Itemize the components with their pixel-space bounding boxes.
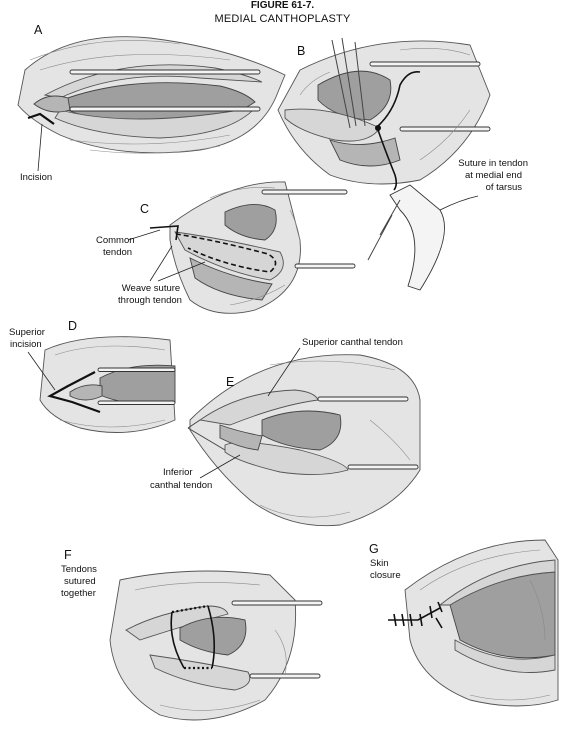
panel-f-suture-loop-1: [170, 611, 185, 669]
panel-f-eye: [179, 616, 247, 656]
panel-d-label-superior-2: incision: [10, 339, 42, 350]
panel-g-upper-lid: [438, 559, 556, 606]
panel-f-label-tendons-3: together: [61, 588, 96, 599]
panel-b-skin: [277, 40, 491, 185]
panel-f-dotted-upper: [171, 604, 209, 614]
panel-e-margin-line: [187, 419, 226, 451]
panel-e-hatching: [259, 360, 411, 518]
panel-f-label-tendons-1: Tendons: [61, 564, 97, 575]
panel-a: A Incision: [17, 23, 286, 183]
panel-b-retractor-upper: [369, 61, 481, 67]
panel-b-needle-holder: [389, 184, 445, 291]
panel-b-suture: [377, 70, 421, 191]
panel-f-letter: F: [64, 548, 72, 562]
figure-subtitle: MEDIAL CANTHOPLASTY: [214, 13, 351, 25]
panel-c-retractor-upper: [261, 189, 348, 195]
panel-e-leader-superior: [267, 347, 301, 397]
panel-e-retractor-upper: [317, 396, 409, 402]
panel-c-wound: [189, 257, 273, 301]
panel-f-suture-loop-2: [207, 605, 216, 669]
panel-g-letter: G: [369, 542, 379, 556]
panel-e-letter: E: [226, 375, 234, 389]
panel-a-caruncle: [33, 95, 71, 113]
panel-f-retractor-upper: [231, 600, 323, 606]
panel-f-upper-tendon: [125, 605, 229, 641]
panel-b-hatching: [299, 48, 471, 161]
panel-c-leader-common: [127, 229, 161, 241]
panel-g-stitches: [393, 601, 443, 629]
panel-e-leader-inferior: [199, 454, 241, 479]
panel-f-label-tendons-2: sutured: [64, 576, 96, 587]
panel-b-forceps: [331, 37, 366, 129]
panel-c-apex: [149, 225, 179, 241]
panel-b-retractor-lower: [399, 126, 491, 132]
panel-e-label-superior: Superior canthal tendon: [302, 337, 403, 348]
panel-d-incision: [47, 371, 101, 414]
panel-c-leader-weave-2: [157, 261, 206, 282]
figure-title: FIGURE 61-7.: [250, 0, 315, 11]
panel-b-lower-lid: [284, 108, 381, 142]
panel-d-leader-superior: [27, 351, 56, 391]
panel-b-label-suture-1: Suture in tendon: [458, 158, 528, 169]
panel-e-wound: [219, 424, 263, 451]
panel-e-upper-tendon: [198, 389, 319, 426]
panel-a-hatching: [29, 40, 231, 154]
panel-c-label-common-1: Common: [96, 235, 135, 246]
panel-a-label-incision: Incision: [20, 172, 52, 183]
panel-d-letter: D: [68, 319, 77, 333]
panel-g-closure-line: [388, 607, 441, 621]
panel-f: F Tendons sutured together: [61, 548, 323, 721]
panel-a-retractor-lower: [69, 106, 261, 112]
panel-f-hatching: [134, 582, 287, 711]
panel-a-incision-line: [27, 112, 55, 125]
panel-d-caruncle: [69, 384, 103, 401]
panel-c-retractor-lower: [294, 263, 356, 269]
panel-d-retractor-lower: [97, 400, 176, 405]
panel-a-lower-lid: [54, 107, 257, 139]
panel-b-needle-holder-2: [367, 199, 401, 261]
panel-f-lower-tendon: [149, 654, 251, 691]
panel-c-eye: [224, 204, 277, 241]
panel-e: E Superior canthal tendon Inferior canth…: [150, 337, 421, 527]
panel-b-label-suture-3: of tarsus: [486, 182, 523, 193]
panel-e-label-inferior-1: Inferior: [163, 467, 193, 478]
panel-g-label-skin: Skin: [370, 558, 388, 569]
panel-b: B Suture in tendon at medial end of tars…: [277, 37, 528, 291]
panel-b-leader-suture: [439, 195, 479, 211]
panel-b-label-suture-2: at medial end: [465, 170, 522, 181]
panel-g-label-closure: closure: [370, 570, 401, 581]
panel-b-eye: [317, 70, 392, 121]
panel-d-hatching: [54, 345, 166, 428]
panel-e-lower-tendon: [224, 441, 349, 476]
panel-a-leader-incision: [37, 123, 43, 172]
panel-c-weave-suture: [175, 233, 277, 273]
panel-b-wound: [329, 137, 401, 167]
panel-e-eye: [261, 410, 342, 451]
panel-c: C Common tendon Weave suture through ten…: [96, 181, 356, 314]
panel-g: G Skin closure: [369, 539, 559, 707]
panel-a-letter: A: [34, 23, 43, 37]
panel-d-label-superior-1: Superior: [9, 327, 45, 338]
panel-c-label-weave-1: Weave suture: [122, 283, 180, 294]
panel-a-retractor-upper: [69, 69, 261, 75]
panel-g-lower-lid: [454, 639, 556, 673]
panel-e-retractor-lower: [347, 464, 419, 470]
panel-d: D Superior incision: [9, 319, 176, 433]
panel-g-hatching: [419, 549, 551, 701]
panel-c-label-weave-2: through tendon: [118, 295, 182, 306]
panel-c-label-common-2: tendon: [103, 247, 132, 258]
panel-b-letter: B: [297, 44, 305, 58]
panel-c-leader-weave-1: [149, 245, 173, 282]
panel-d-retractor-upper: [97, 367, 176, 372]
panel-c-hatching: [209, 187, 301, 306]
panel-c-letter: C: [140, 202, 149, 216]
panel-b-suture-knot: [375, 125, 381, 131]
panel-e-label-inferior-2: canthal tendon: [150, 480, 212, 491]
panel-c-tendon: [174, 231, 284, 281]
